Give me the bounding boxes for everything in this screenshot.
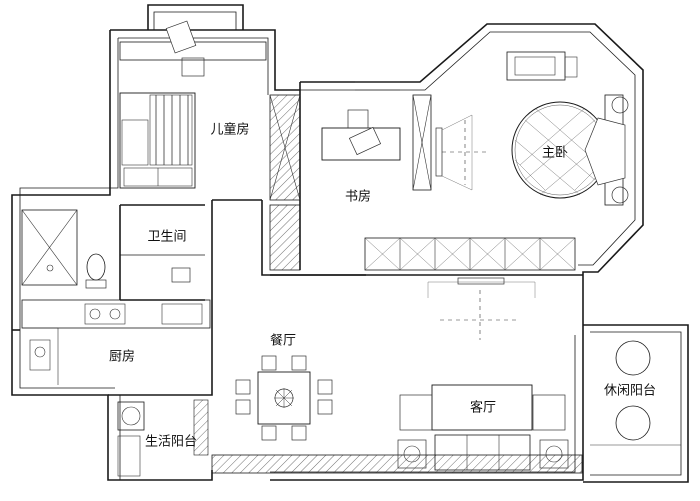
wardrobes: [193, 94, 583, 474]
sofa-set: [397, 384, 569, 471]
exterior-walls: [11, 4, 689, 483]
label-bathroom: 卫生间: [147, 230, 186, 245]
armchair: [506, 51, 578, 81]
bathroom-sink: [171, 267, 191, 283]
master-bed: [511, 94, 629, 206]
study-desk: [321, 109, 490, 191]
label-living-room: 客厅: [470, 400, 496, 416]
label-dining-room: 餐厅: [270, 333, 296, 349]
balcony-chairs: [590, 340, 681, 446]
label-study: 书房: [345, 189, 371, 205]
label-kitchen: 厨房: [109, 349, 135, 365]
toilet: [85, 253, 107, 289]
childrens-desk: [119, 20, 267, 77]
shower: [21, 209, 78, 286]
washing-machine: [117, 401, 145, 477]
childrens-bed: [119, 92, 196, 189]
label-utility-balcony: 生活阳台: [145, 435, 197, 450]
label-leisure-balcony: 休闲阳台: [604, 384, 656, 399]
label-master-bedroom: 主卧: [542, 146, 568, 161]
label-childrens-room: 儿童房: [210, 122, 249, 138]
tv-projection: [427, 277, 536, 340]
kitchen-counter: [21, 299, 211, 385]
dining-table: [235, 355, 333, 441]
